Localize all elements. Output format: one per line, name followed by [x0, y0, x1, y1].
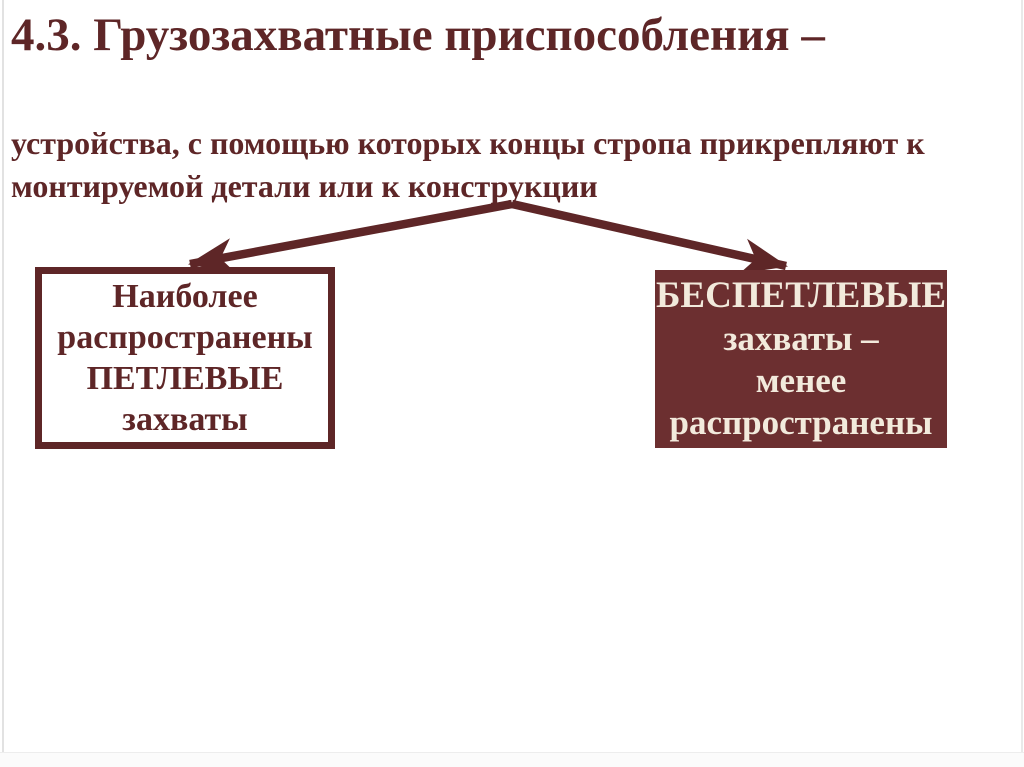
left-box-line-2: распространены — [57, 319, 313, 356]
subtitle-line-1: устройства, с помощью которых концы стро… — [11, 125, 925, 161]
left-box-line-4: захваты — [122, 401, 248, 438]
branch-arrow-right — [511, 199, 788, 274]
left-box-line-1: Наиболее — [112, 278, 258, 315]
page-edge-bottom — [0, 752, 1024, 767]
right-box-line-1: БЕСПЕТЛЕВЫЕ — [655, 275, 947, 316]
slide-subtitle: устройства, с помощью которых концы стро… — [11, 122, 1001, 208]
right-box-line-2: захваты – — [723, 319, 879, 358]
petlevye-grips-box: Наиболее распространены ПЕТЛЕВЫЕ захваты — [35, 267, 335, 449]
right-box-line-4: распространены — [669, 403, 933, 442]
bespetlevye-grips-box: БЕСПЕТЛЕВЫЕ захваты – менее распростране… — [655, 270, 947, 448]
subtitle-line-2: монтируемой детали или к конструкции — [11, 168, 598, 204]
left-box-line-3: ПЕТЛЕВЫЕ — [86, 360, 284, 397]
slide-title: 4.3. Грузозахватные приспособления – — [11, 9, 825, 61]
right-box-line-3: менее — [755, 361, 847, 400]
page-edge-left — [2, 0, 4, 767]
page-edge-right — [1021, 0, 1023, 767]
branch-arrow-left — [188, 199, 513, 274]
